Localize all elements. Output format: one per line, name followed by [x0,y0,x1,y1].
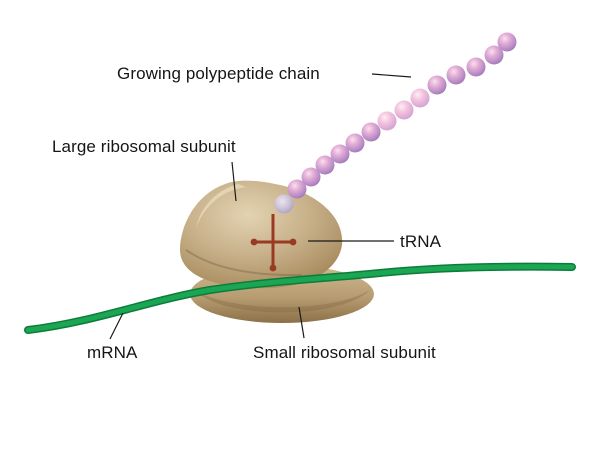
pointer-lines [109,73,412,340]
polypeptide-chain [287,32,517,199]
pointer-line-polypeptide [371,73,412,78]
label-trna: tRNA [400,232,442,251]
label-growing-polypeptide-chain: Growing polypeptide chain [117,64,320,83]
trna [250,214,297,272]
large-ribosomal-subunit [179,180,343,289]
mrna-strand-body [25,264,575,333]
pointer-line-mrna [109,312,124,340]
label-large-ribosomal-subunit: Large ribosomal subunit [52,137,236,156]
mrna-strand [24,262,576,334]
label-mrna: mRNA [87,343,138,362]
pointer-line-large-subunit [231,161,237,202]
nascent-chain-bead [274,194,294,214]
pointer-line-small-subunit [298,306,305,339]
label-small-ribosomal-subunit: Small ribosomal subunit [253,343,436,362]
